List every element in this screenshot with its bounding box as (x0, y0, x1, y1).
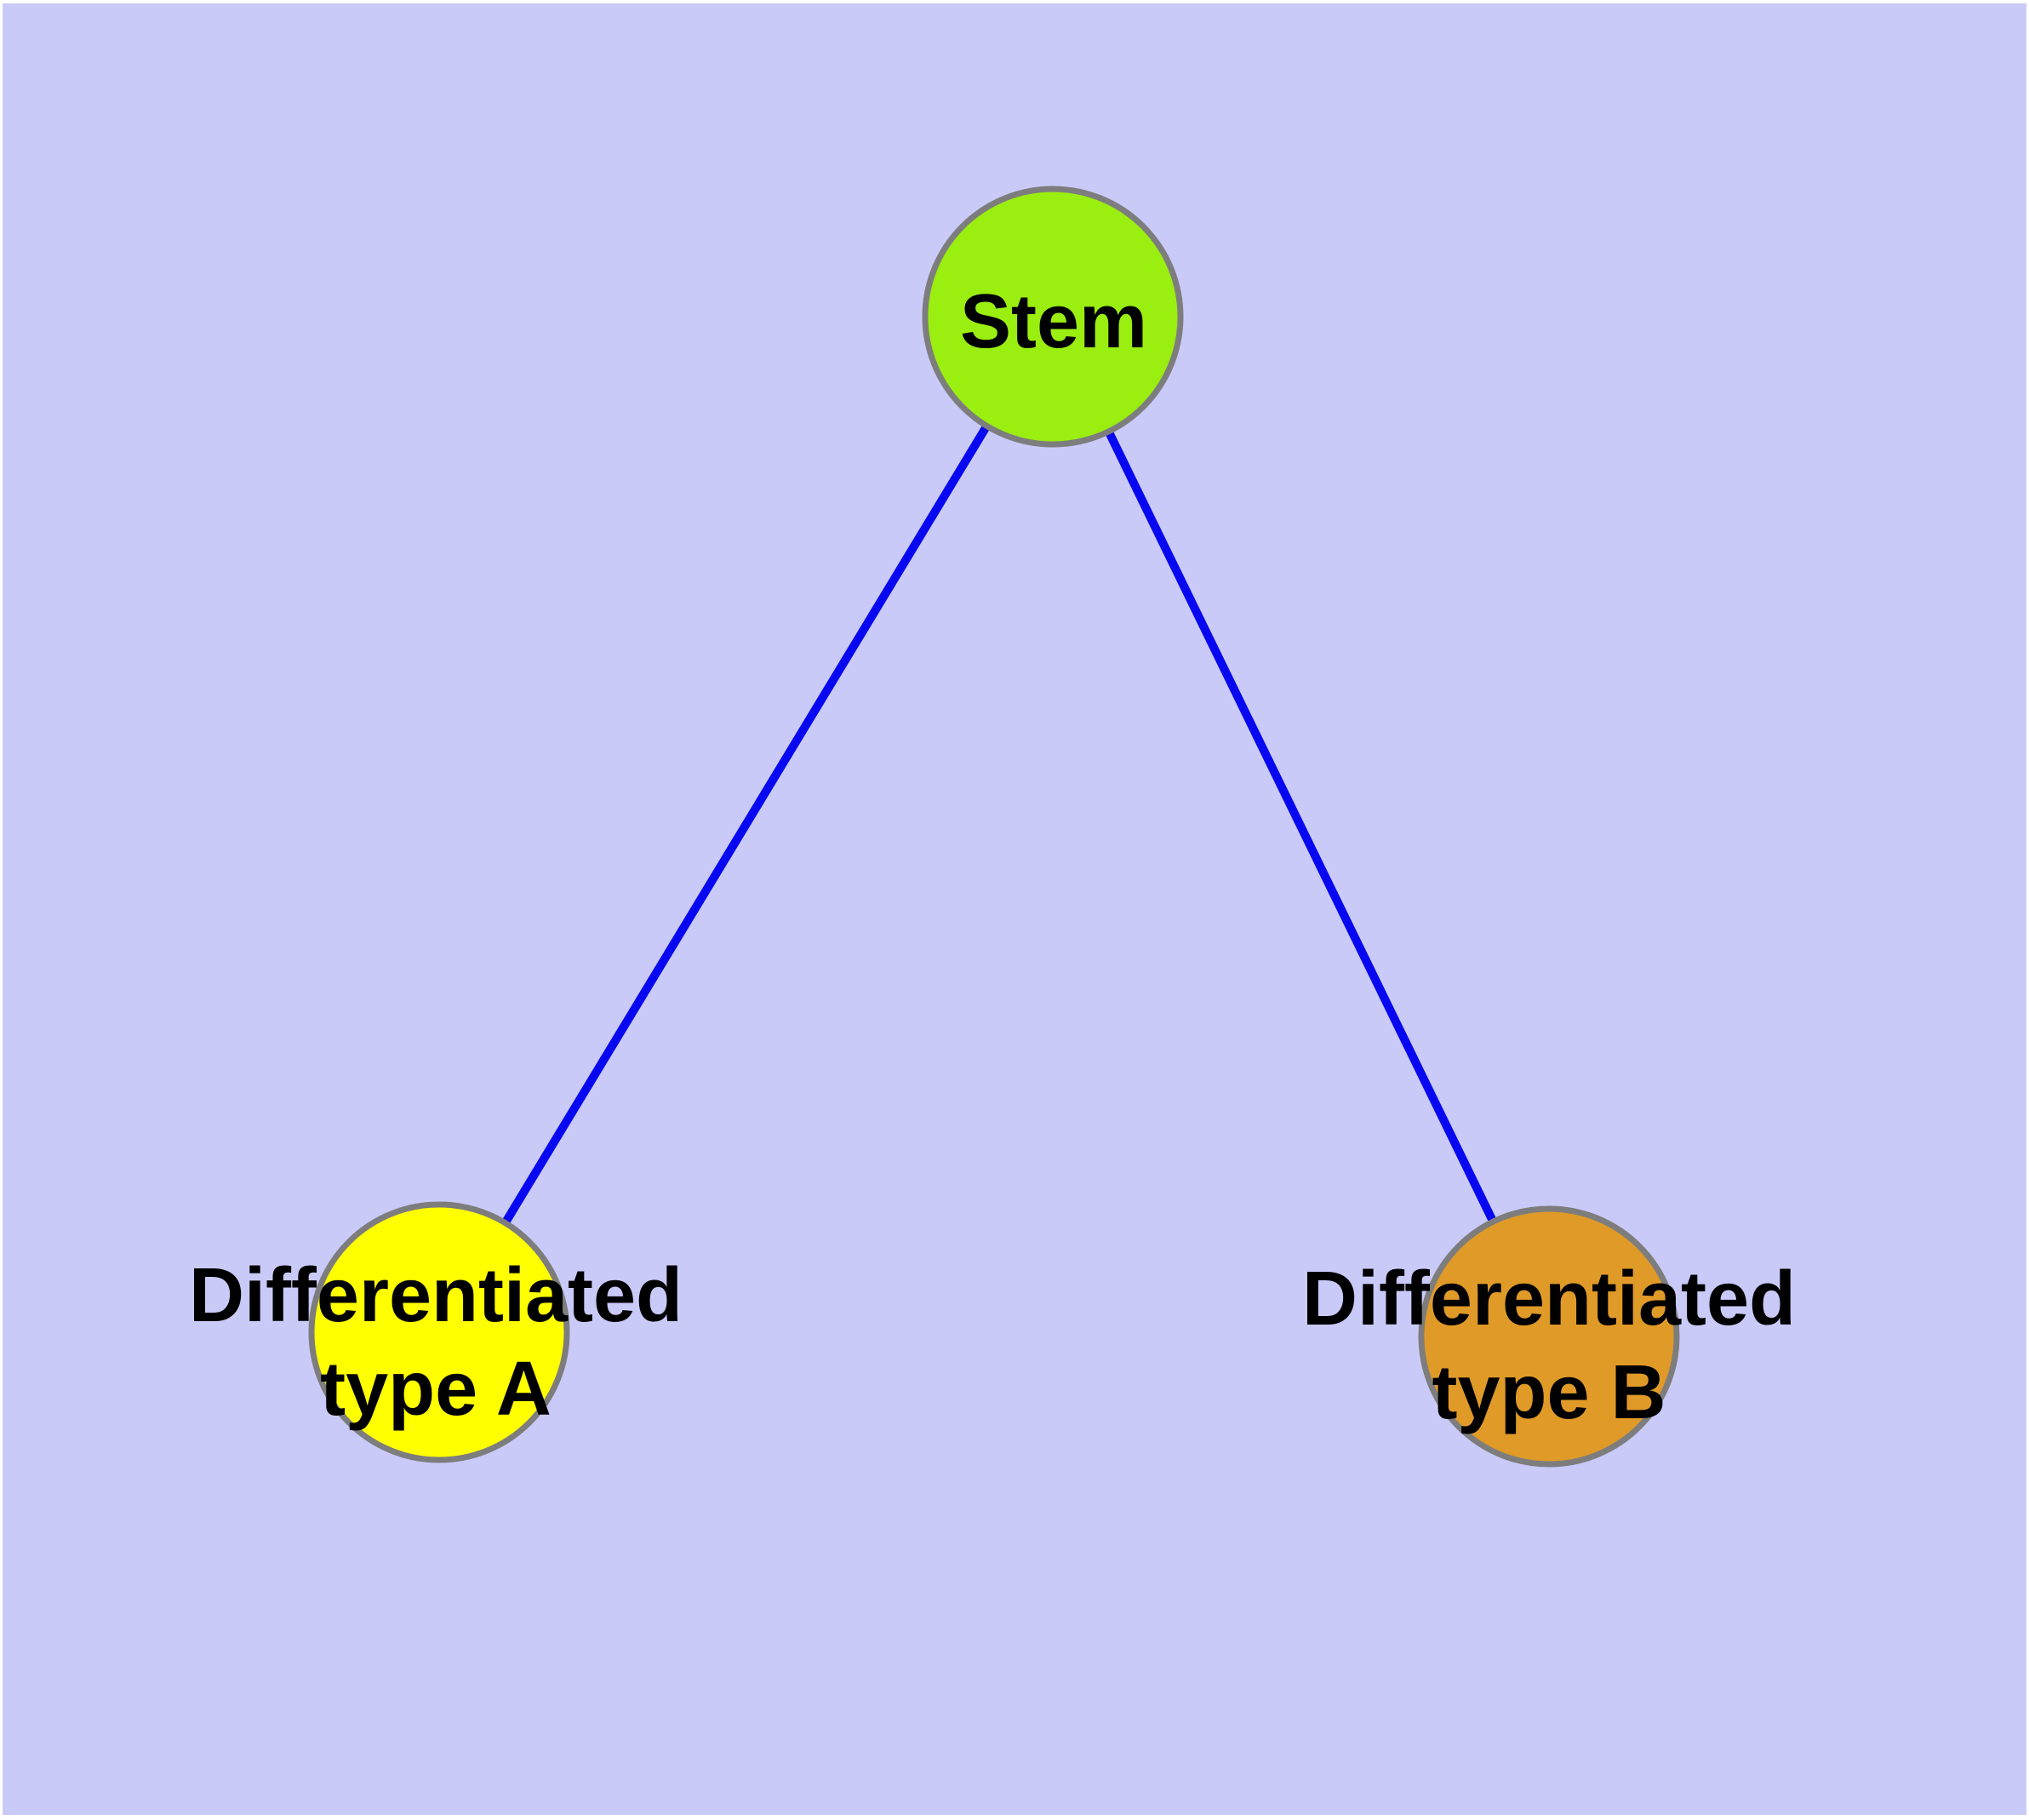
node-differentiated-type-b (1418, 1205, 1680, 1468)
type-b-node-label-line1: Differentiated (1302, 1256, 1796, 1342)
node-labels-group: Stem Differentiated type A Differentiate… (189, 279, 1796, 1435)
edge-stem-to-type-b (1049, 312, 1553, 1341)
node-differentiated-type-a (308, 1201, 570, 1463)
type-a-node-label-line2: type A (320, 1347, 552, 1432)
nodes-group (308, 186, 1680, 1468)
type-b-node-label-line2: type B (1432, 1350, 1666, 1435)
edge-stem-to-type-a (435, 312, 1057, 1336)
type-a-node-label-line1: Differentiated (189, 1253, 683, 1338)
node-stem (922, 186, 1184, 448)
edges-group (435, 312, 1553, 1341)
stem-node-label: Stem (960, 279, 1147, 364)
